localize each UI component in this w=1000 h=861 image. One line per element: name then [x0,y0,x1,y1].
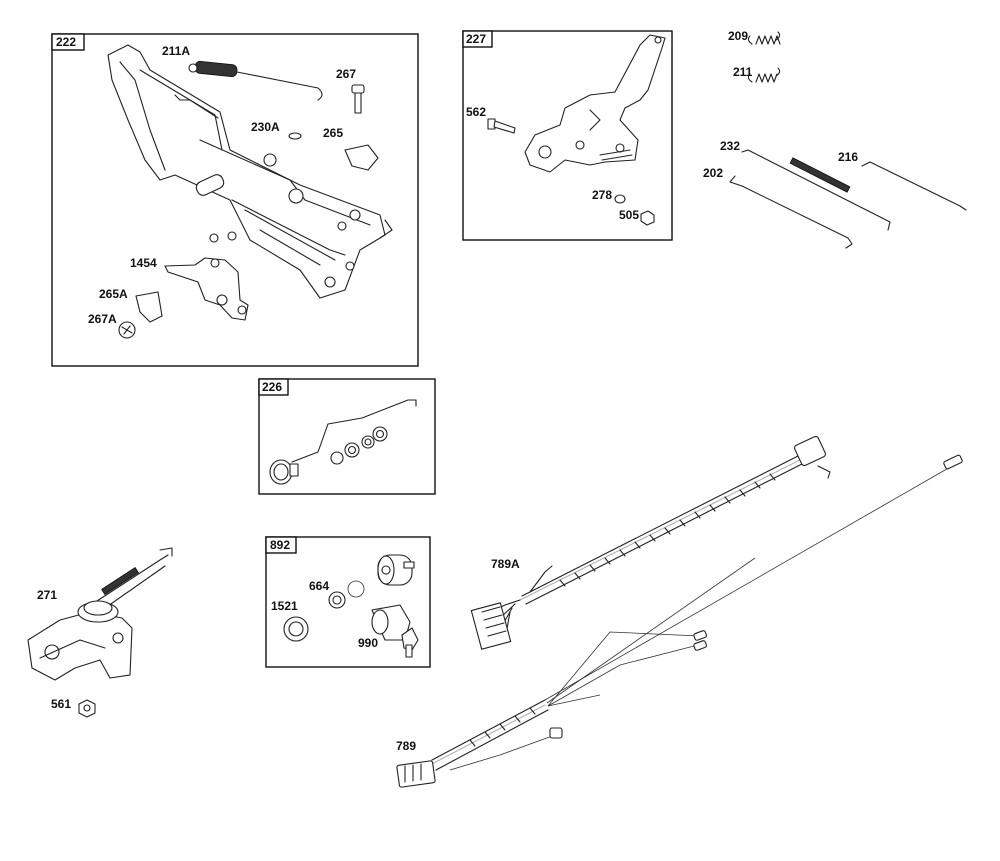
label-990: 990 [358,636,378,650]
group-226-tag [258,378,289,396]
group-892-number: 892 [270,538,290,552]
label-505: 505 [619,208,639,222]
label-789A: 789A [491,557,520,571]
rod-232 [741,149,891,231]
label-789: 789 [396,739,416,753]
label-230A: 230A [251,120,280,134]
harness-789A [470,435,831,650]
group-222-frame [51,33,419,367]
nut-226a [330,451,344,465]
lamp-1521 [283,616,309,642]
rod-202 [729,175,853,249]
group-227: 227 562 278 505 [462,30,673,241]
group-892: 892 664 1521 990 [265,536,431,668]
label-1454: 1454 [130,256,157,270]
label-278: 278 [592,188,612,202]
washer-230A [288,132,302,140]
clip-265 [344,144,379,171]
screw-267A [118,321,136,339]
harness-789 [396,454,963,788]
clip-265A [135,291,163,323]
spring-211 [747,67,781,83]
label-209: 209 [728,29,748,43]
group-892-tag [265,536,297,554]
label-232: 232 [720,139,740,153]
group-227-tag [462,30,493,48]
label-265A: 265A [99,287,128,301]
group-222: 222 211A [51,33,419,367]
throttle-bracket [107,44,393,299]
label-271: 271 [37,588,57,602]
label-267: 267 [336,67,356,81]
washer-664 [347,580,365,598]
bolt-562 [487,118,516,134]
group-892-frame [265,536,431,668]
washer-278 [614,194,626,204]
label-211: 211 [733,65,753,79]
label-216: 216 [838,150,858,164]
label-202: 202 [703,166,723,180]
ignition-switch [377,554,415,586]
assembly-271 [27,547,173,681]
control-lever [524,34,666,173]
group-227-number: 227 [466,32,486,46]
label-267A: 267A [88,312,117,326]
label-561: 561 [51,697,71,711]
group-222-tag [51,33,85,51]
label-265: 265 [323,126,343,140]
screw-267 [351,84,365,114]
group-227-frame [462,30,673,241]
switch-1454 [164,257,249,321]
rod-216 [861,161,967,211]
group-226-number: 226 [262,380,282,394]
label-664: 664 [309,579,329,593]
spring-209 [747,31,781,45]
choke-knob [269,459,299,485]
label-211A: 211A [162,44,190,58]
group-226: 226 [258,378,436,495]
nut-505 [640,210,655,226]
spring-211A [188,60,323,101]
label-562: 562 [466,105,486,119]
label-1521: 1521 [271,599,298,613]
group-222-number: 222 [56,35,76,49]
choke-cable [291,399,417,463]
group-226-frame [258,378,436,495]
ignition-key-990 [371,604,419,658]
